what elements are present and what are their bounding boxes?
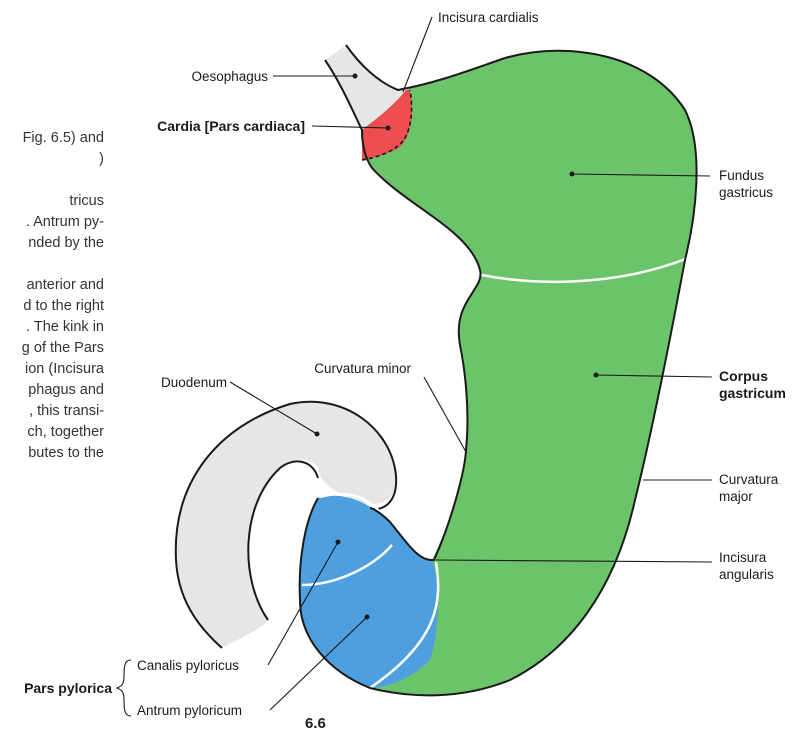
label-fundus-2: gastricus	[719, 185, 773, 200]
pars-pylorica-brace	[117, 660, 131, 716]
label-oesophagus: Oesophagus	[191, 69, 268, 84]
label-corpus-2: gastricum	[719, 385, 786, 401]
label-fundus-1: Fundus	[719, 168, 764, 183]
leader-incisura-cardialis	[403, 17, 432, 92]
dot-cardia	[386, 126, 391, 131]
label-curvatura-minor: Curvatura minor	[314, 361, 411, 376]
label-incisura-angularis-2: angularis	[719, 567, 774, 582]
dot-antrum	[365, 615, 370, 620]
dot-duodenum	[315, 432, 320, 437]
label-pars-pylorica: Pars pylorica	[24, 680, 112, 696]
label-curvatura-major-1: Curvatura	[719, 472, 779, 487]
label-corpus-1: Corpus	[719, 368, 768, 384]
label-antrum-pyloricum: Antrum pyloricum	[137, 703, 242, 718]
dot-fundus	[570, 172, 575, 177]
dot-oesophagus	[353, 74, 358, 79]
dot-corpus	[594, 373, 599, 378]
label-incisura-cardialis: Incisura cardialis	[438, 10, 539, 25]
pylorus-shape	[300, 496, 438, 688]
label-cardia: Cardia [Pars cardiaca]	[157, 118, 305, 134]
label-duodenum: Duodenum	[161, 375, 227, 390]
label-canalis-pyloricus: Canalis pyloricus	[137, 658, 239, 673]
figure-number: 6.6	[305, 715, 326, 731]
leader-curvatura-minor	[424, 377, 466, 452]
dot-canalis	[336, 540, 341, 545]
label-incisura-angularis-1: Incisura	[719, 550, 767, 565]
label-curvatura-major-2: major	[719, 489, 753, 504]
